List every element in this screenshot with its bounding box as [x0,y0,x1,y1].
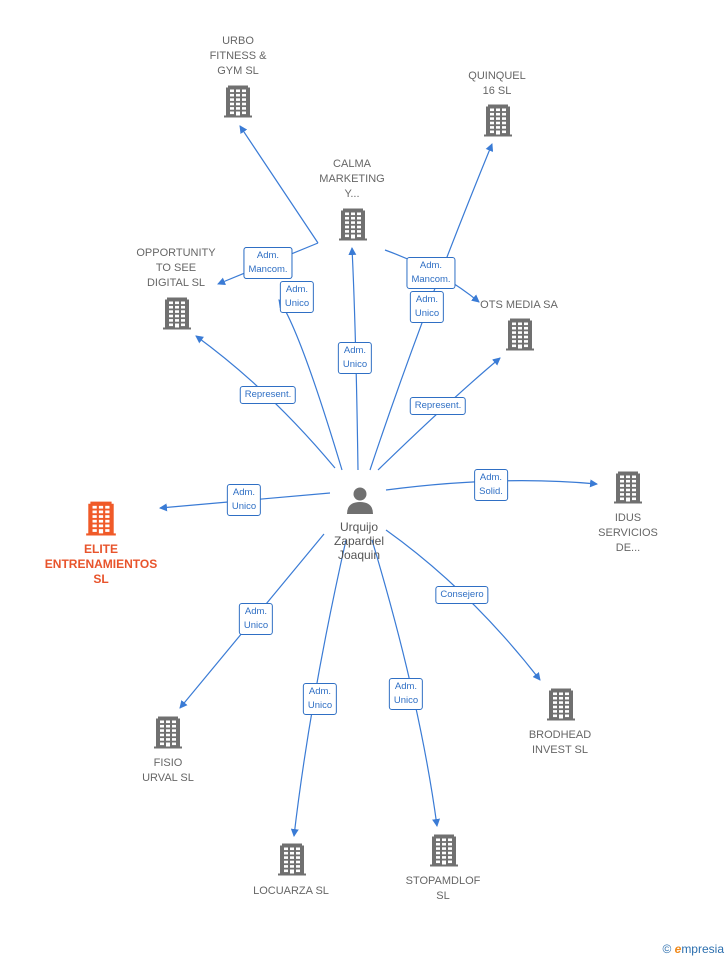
building-icon[interactable] [224,84,252,123]
building-icon[interactable] [506,317,534,356]
company-name-locuarza[interactable]: LOCUARZA SL [253,885,329,897]
brand-initial: e [674,942,682,956]
relation-label[interactable]: Adm. Unico [337,342,373,374]
footer-brand[interactable]: © empresia [662,942,724,956]
relation-edge-brodhead [385,529,541,681]
company-name-idus[interactable]: IDUS SERVICIOS DE... [598,512,658,554]
relation-label[interactable]: Adm. Mancom. [406,257,456,289]
company-name-stopamdlof[interactable]: STOPAMDLOF SL [405,875,481,902]
relation-label[interactable]: Adm. Solid. [474,469,508,501]
relation-label[interactable]: Adm. Mancom. [243,247,293,279]
relation-label[interactable]: Adm. Unico [302,683,338,715]
relation-label[interactable]: Adm. Unico [409,291,445,323]
company-name-focus[interactable]: ELITE ENTRENAMIENTOS SL [44,542,158,586]
relation-label[interactable]: Adm. Unico [238,603,274,635]
building-icon[interactable] [154,715,182,754]
relation-edge-urbo [239,125,319,244]
relation-edge-calma [278,299,343,471]
relation-label[interactable]: Adm. Unico [279,281,315,313]
person-name[interactable]: Urquijo Zapardiel Joaquin [333,520,385,562]
company-name-urbo[interactable]: URBO FITNESS & GYM SL [209,35,267,77]
company-name-fisio[interactable]: FISIO URVAL SL [142,757,194,784]
relation-label[interactable]: Adm. Unico [388,678,424,710]
building-icon[interactable] [430,833,458,872]
building-icon[interactable] [86,500,116,541]
company-name-opportunity[interactable]: OPPORTUNITY TO SEE DIGITAL SL [136,247,216,289]
building-icon[interactable] [339,207,367,246]
company-name-calma[interactable]: CALMA MARKETING Y... [319,158,385,200]
copyright-icon: © [662,942,672,956]
building-icon[interactable] [484,103,512,142]
building-icon[interactable] [614,470,642,509]
company-name-quinquel[interactable]: QUINQUEL 16 SL [468,70,526,97]
relation-label[interactable]: Represent. [239,386,297,404]
company-name-ots[interactable]: OTS MEDIA SA [480,299,558,311]
relation-label[interactable]: Represent. [409,397,467,415]
company-name-brodhead[interactable]: BRODHEAD INVEST SL [528,729,592,756]
person-icon[interactable] [345,485,375,515]
building-icon[interactable] [278,842,306,881]
building-icon[interactable] [163,296,191,335]
relation-label[interactable]: Adm. Unico [226,484,262,516]
brand-name: mpresia [681,942,724,956]
building-icon[interactable] [547,687,575,726]
relation-label[interactable]: Consejero [435,586,489,604]
